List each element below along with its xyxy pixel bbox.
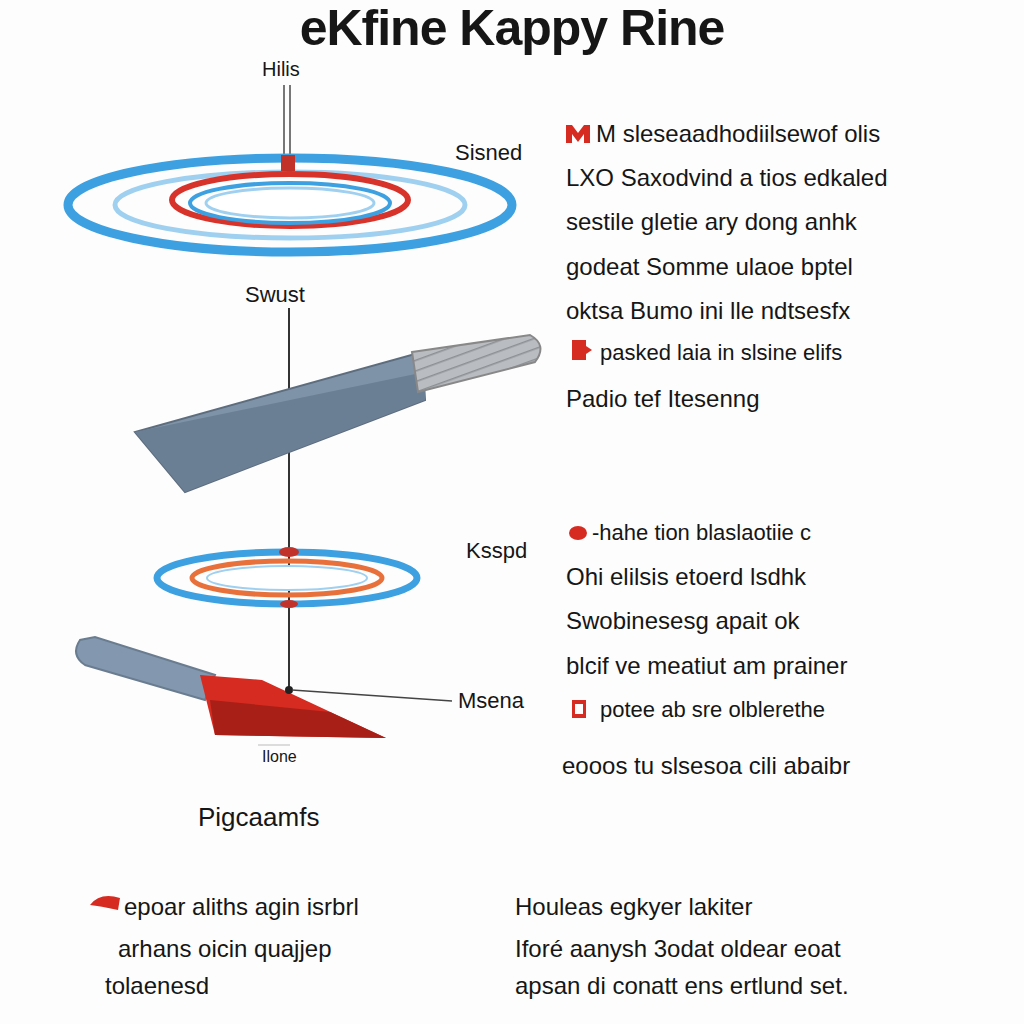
part-label: Ksspd	[466, 538, 556, 563]
note-line: Padio tef Itesenng	[566, 385, 1016, 413]
note-line: LXO Saxodvind a tios edkaled	[566, 164, 1016, 192]
note-line: pasked laia in slsine elifs	[600, 340, 1020, 365]
note-line: epoar aliths agin isrbrl	[124, 893, 504, 921]
note-line: potee ab sre olblerethe	[600, 697, 1020, 722]
note-line: sestile gletie ary dong anhk	[566, 208, 1016, 236]
note-line: oktsa Bumo ini lle ndtsesfx	[566, 297, 1016, 325]
part-label: Pigcaamfs	[198, 803, 398, 833]
note-line: godeat Somme ulaoe bptel	[566, 253, 1016, 281]
note-line: Houleas egkyer lakiter	[515, 893, 1015, 921]
note-line: tolaenesd	[105, 972, 485, 1000]
part-label: Ilone	[262, 748, 342, 766]
note-line: M sleseaadhodiilsewof olis	[596, 120, 1016, 148]
note-line: Ohi elilsis etoerd lsdhk	[566, 563, 1016, 591]
note-line: Swobinesesg apait ok	[566, 607, 1016, 635]
note-line: Iforé aanysh 3odat oldear eoat	[515, 935, 1015, 963]
note-line: apsan di conatt ens ertlund set.	[515, 972, 1015, 1000]
part-label: Swust	[245, 282, 345, 307]
note-line: arhans oicin quajjep	[118, 935, 498, 963]
part-label: Msena	[458, 688, 558, 713]
note-line: -hahe tion blaslaotiie c	[592, 520, 1020, 545]
part-label: Hilis	[262, 58, 342, 81]
note-line: eooos tu slsesoa cili abaibr	[562, 752, 1017, 780]
part-label: Sisned	[455, 140, 555, 165]
note-line: blcif ve meatiut am prainer	[566, 652, 1016, 680]
diagram-title: eKfine Kappy Rine	[0, 0, 1024, 58]
